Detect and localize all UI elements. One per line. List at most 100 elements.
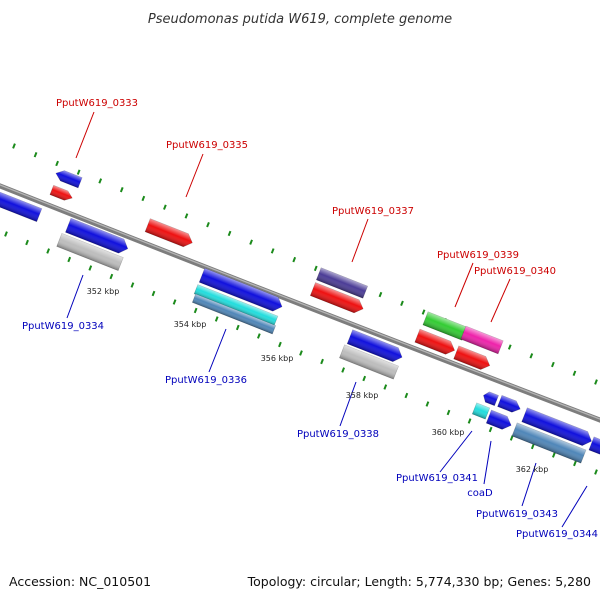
- gene-label-coaD[interactable]: coaD: [467, 488, 493, 499]
- leader-PputW619_0341: [439, 430, 473, 473]
- tick-label-354kbp: 354 kbp: [174, 320, 207, 329]
- gene-label-PputW619_0344[interactable]: PputW619_0344: [516, 529, 598, 540]
- gene-feature-left-edge[interactable]: [0, 189, 43, 223]
- outer-track-dash: [55, 160, 59, 167]
- gene-PputW619_0337-feature[interactable]: [315, 267, 369, 299]
- outer-track-dash: [76, 169, 81, 175]
- leader-PputW619_0340: [490, 278, 511, 323]
- inner-track-dash: [130, 282, 135, 288]
- outer-track-dash: [400, 300, 404, 307]
- gene-PputW619_0343-blue[interactable]: [521, 407, 594, 448]
- leader-PputW619_0335: [185, 153, 204, 198]
- inner-track-dash: [446, 409, 451, 416]
- gene-PputW619_0337[interactable]: [309, 282, 365, 316]
- inner-track-dash: [404, 392, 409, 399]
- gene-feature-small[interactable]: [481, 390, 499, 407]
- inner-track-dash: [509, 435, 514, 441]
- inner-track-dash: [67, 256, 72, 263]
- outer-track-dash: [33, 152, 38, 158]
- gene-PputW619_0343[interactable]: [511, 422, 587, 464]
- gene-feature-small-arrow[interactable]: [497, 394, 523, 414]
- outer-track-dash: [163, 204, 167, 210]
- inner-track-dash: [257, 333, 261, 339]
- outer-track-dash: [119, 187, 124, 193]
- outer-track-dash: [594, 379, 598, 385]
- gene-PputW619_0336[interactable]: [191, 293, 277, 335]
- gene-PputW619_0333-blue[interactable]: [54, 168, 83, 189]
- gene-PputW619_0340[interactable]: [460, 325, 504, 355]
- gene-PputW619_0344-edge[interactable]: [588, 436, 600, 456]
- outer-track-dash: [98, 178, 103, 184]
- tick-label-358kbp: 358 kbp: [346, 391, 379, 400]
- gene-label-PputW619_0337[interactable]: PputW619_0337: [332, 206, 414, 217]
- inner-track-dash: [488, 426, 493, 433]
- tick-label-356kbp: 356 kbp: [261, 354, 294, 363]
- genome-summary-text: Topology: circular; Length: 5,774,330 bp…: [247, 574, 591, 589]
- inner-track-dash: [530, 443, 535, 450]
- gene-features: [0, 168, 600, 464]
- gene-coaD[interactable]: [485, 409, 513, 432]
- leader-PputW619_0334: [66, 274, 84, 319]
- inner-track-dash: [172, 299, 177, 305]
- inner-track-dash: [383, 384, 388, 390]
- inner-track-dash: [467, 418, 472, 424]
- gene-PputW619_0341[interactable]: [471, 402, 491, 420]
- gene-label-PputW619_0341[interactable]: PputW619_0341: [396, 473, 478, 484]
- outer-track-dash: [206, 221, 210, 228]
- inner-track-dash: [320, 358, 324, 365]
- gene-PputW619_0335[interactable]: [144, 218, 195, 250]
- gene-label-PputW619_0335[interactable]: PputW619_0335: [166, 140, 248, 151]
- gene-PputW619_0338-blue[interactable]: [346, 329, 405, 364]
- outer-track-dash: [270, 248, 275, 254]
- gene-label-PputW619_0339[interactable]: PputW619_0339: [437, 250, 519, 261]
- leader-PputW619_0333: [75, 111, 95, 159]
- outer-track-dash: [313, 265, 318, 272]
- gene-label-PputW619_0343[interactable]: PputW619_0343: [476, 509, 558, 520]
- gene-label-PputW619_0338[interactable]: PputW619_0338: [297, 429, 379, 440]
- outer-track-dash: [249, 239, 253, 245]
- outer-track-dash: [184, 213, 189, 219]
- gene-label-PputW619_0340[interactable]: PputW619_0340: [474, 266, 556, 277]
- gene-label-PputW619_0334[interactable]: PputW619_0334: [22, 321, 104, 332]
- inner-track-dash: [278, 341, 282, 348]
- gene-label-PputW619_0336[interactable]: PputW619_0336: [165, 375, 247, 386]
- inner-track-dash: [594, 469, 598, 475]
- outer-track-dash: [551, 361, 555, 368]
- inner-track-dash: [25, 239, 29, 246]
- leader-PputW619_0338: [339, 381, 357, 427]
- inner-track-dash: [4, 231, 8, 237]
- inner-track-dash: [46, 248, 50, 254]
- inner-track-dash: [235, 324, 240, 331]
- leader-PputW619_0336: [208, 328, 227, 373]
- genome-backbone: [0, 183, 600, 423]
- gene-PputW619_0339[interactable]: [422, 311, 468, 341]
- gene-label-PputW619_0333[interactable]: PputW619_0333: [56, 98, 138, 109]
- gene-PputW619_0333[interactable]: [49, 184, 74, 202]
- leader-PputW619_0337: [351, 218, 369, 263]
- leader-PputW619_0339: [454, 262, 474, 308]
- inner-track-dash: [151, 290, 156, 297]
- gene-PputW619_0339-red[interactable]: [414, 328, 457, 357]
- inner-track-dash: [109, 273, 114, 280]
- inner-track-dash: [573, 460, 577, 467]
- inner-track-dash: [425, 401, 430, 407]
- gene-PputW619_0334-blue[interactable]: [65, 217, 130, 255]
- gene-PputW619_0338[interactable]: [339, 344, 399, 380]
- outer-track-dash: [507, 344, 512, 350]
- inner-track-dash: [214, 316, 219, 322]
- inner-track-dash: [193, 307, 198, 314]
- gene-PputW619_0334[interactable]: [56, 233, 124, 271]
- inner-track-dash: [552, 452, 556, 458]
- tick-label-352kbp: 352 kbp: [87, 287, 120, 296]
- map-title: Pseudomonas putida W619, complete genome: [148, 12, 452, 27]
- label-leader-lines: [66, 111, 588, 528]
- outer-track-dash: [572, 370, 577, 376]
- outer-track-dash: [227, 230, 232, 237]
- outer-track-dash: [378, 291, 383, 298]
- outer-track-dash: [12, 143, 16, 149]
- outer-track-dash: [141, 195, 146, 202]
- outer-track-dash: [292, 256, 297, 263]
- gene-PputW619_0340-red[interactable]: [453, 345, 493, 372]
- inner-track-dash: [299, 350, 303, 356]
- gene-PputW619_0336-blue[interactable]: [198, 267, 285, 313]
